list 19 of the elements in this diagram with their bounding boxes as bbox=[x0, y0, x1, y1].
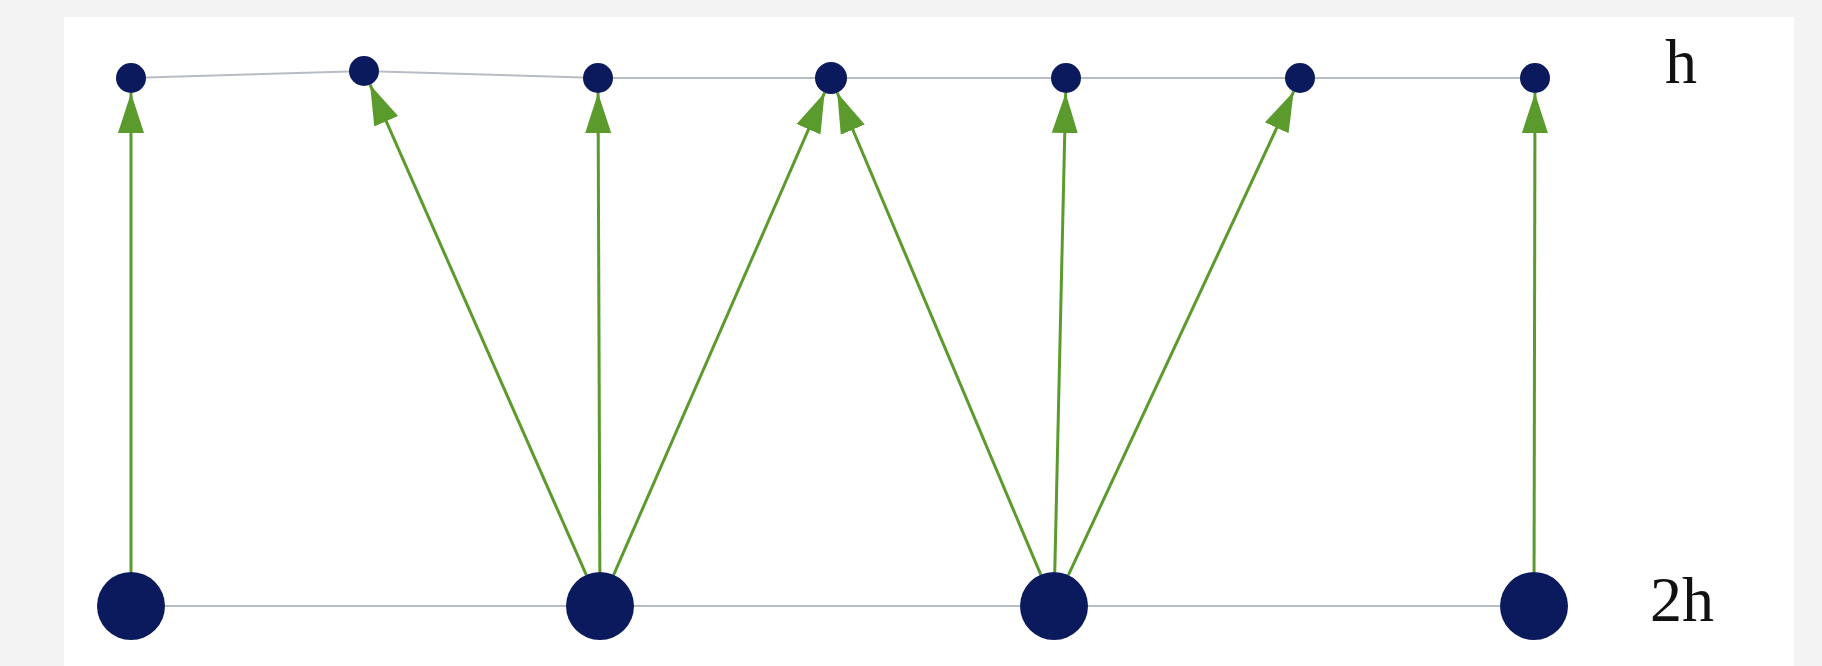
arrow bbox=[1051, 92, 1078, 573]
connector-line bbox=[145, 70, 350, 79]
connector-line bbox=[378, 70, 584, 79]
arrow bbox=[585, 93, 612, 572]
arrow bbox=[835, 92, 1043, 576]
connector-line bbox=[1314, 77, 1521, 79]
arrow bbox=[368, 84, 588, 576]
arrow bbox=[612, 92, 826, 576]
connector-line bbox=[164, 605, 567, 607]
connector-line bbox=[1080, 77, 1286, 79]
arrow bbox=[1521, 93, 1548, 572]
connector-line bbox=[846, 77, 1052, 79]
level-label: h bbox=[1665, 30, 1697, 94]
connector-line bbox=[633, 605, 1021, 607]
arrow bbox=[1067, 90, 1296, 576]
arrow bbox=[118, 93, 144, 572]
connector-line bbox=[612, 77, 816, 79]
level-label: 2h bbox=[1650, 568, 1714, 632]
connector-line bbox=[1087, 605, 1501, 607]
